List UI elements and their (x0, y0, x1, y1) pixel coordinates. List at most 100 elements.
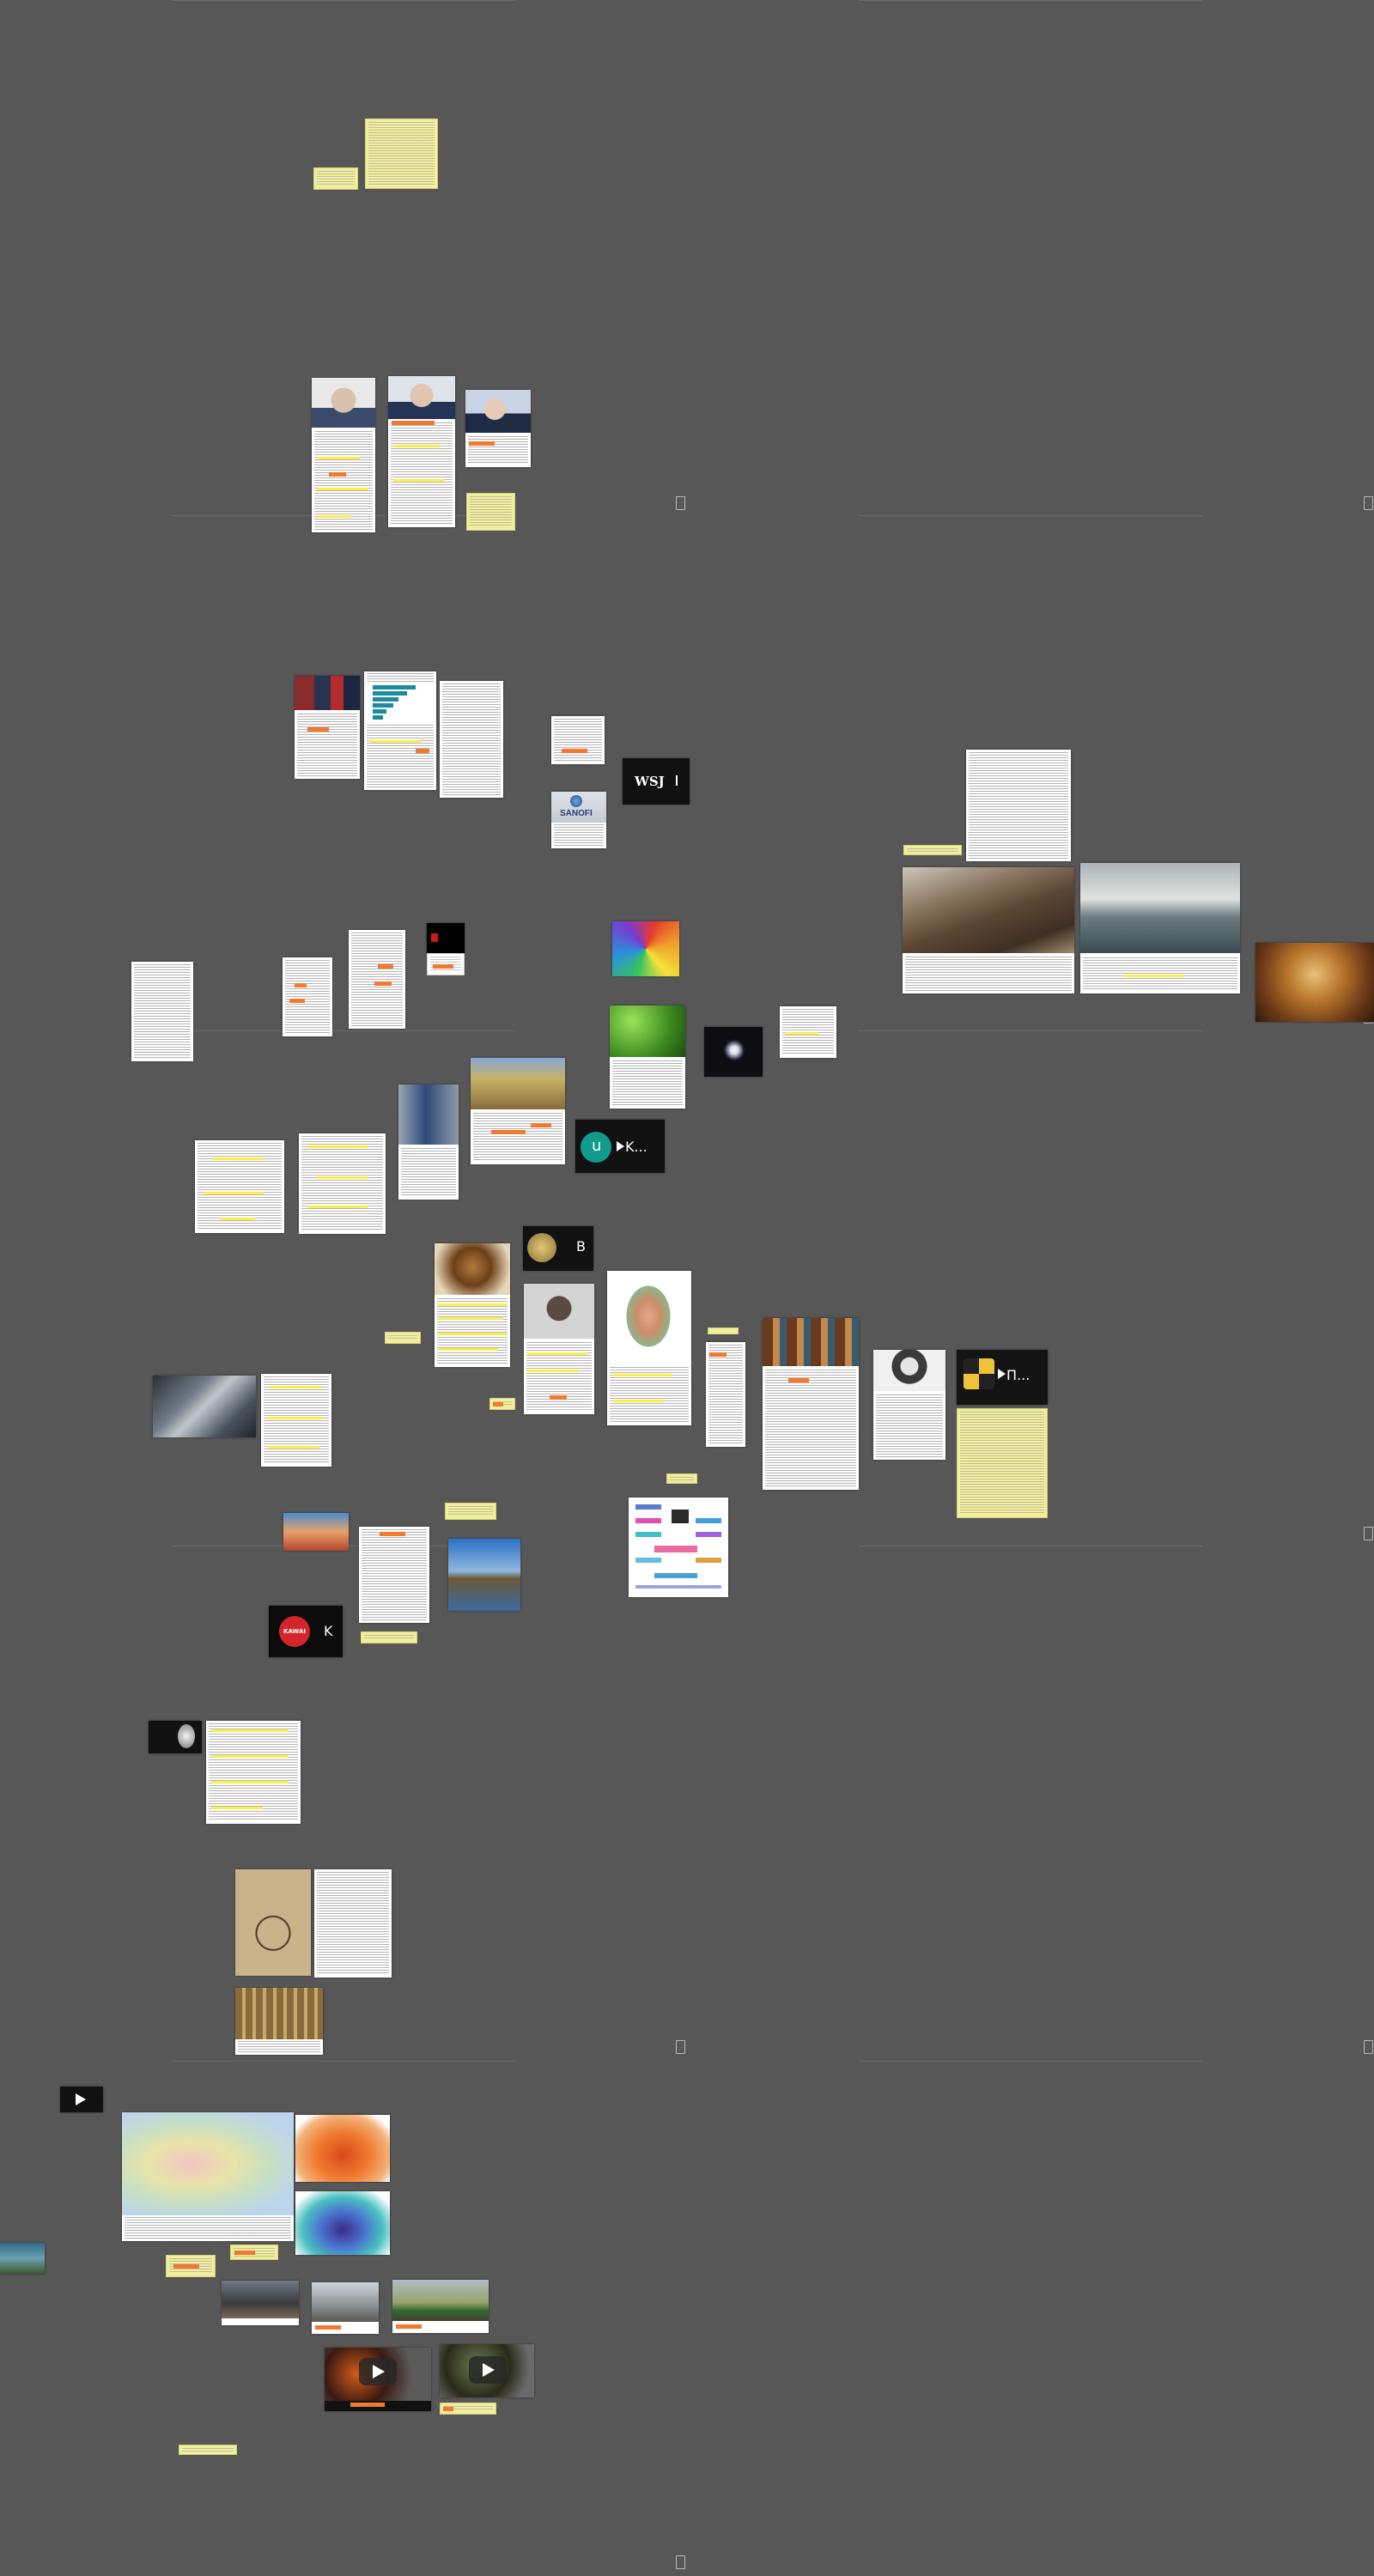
article-card[interactable] (314, 1869, 392, 1978)
abstract-image (612, 921, 679, 976)
canvas-divider (172, 0, 515, 1)
painting-card[interactable] (1255, 943, 1374, 1022)
article-photo (295, 676, 360, 710)
sticky-note[interactable] (440, 2403, 496, 2415)
video-card[interactable] (60, 2087, 103, 2112)
image-card[interactable] (283, 1513, 349, 1551)
video-tile-letter: K (324, 1623, 333, 1639)
image-card[interactable] (149, 1721, 202, 1753)
sanofi-card[interactable]: SANOFI (551, 792, 606, 848)
image-card[interactable] (312, 2282, 379, 2334)
article-photo (312, 378, 375, 428)
canvas-divider (859, 515, 1202, 516)
image-card[interactable] (612, 921, 679, 976)
sticky-note[interactable] (903, 845, 962, 855)
article-card[interactable] (349, 930, 405, 1029)
sticky-note[interactable] (708, 1327, 739, 1334)
chart-article-card[interactable] (364, 671, 436, 790)
video-tile-letter: u (592, 1137, 602, 1155)
video-tile-u[interactable]: u K... (575, 1120, 665, 1173)
article-card[interactable] (299, 1133, 386, 1234)
tractor-image (392, 2280, 489, 2321)
article-card[interactable] (966, 750, 1071, 861)
page-frame-icon[interactable] (676, 2555, 685, 2569)
building-image (235, 1988, 323, 2039)
sticky-note[interactable] (179, 2445, 237, 2455)
image-card[interactable] (435, 1243, 510, 1367)
article-card[interactable] (780, 1006, 836, 1058)
painting-card[interactable] (903, 867, 1074, 993)
page-frame-icon[interactable] (676, 2040, 685, 2054)
article-card[interactable] (465, 390, 531, 467)
video-tile-p[interactable]: П... (957, 1350, 1048, 1405)
image-card[interactable] (0, 2243, 45, 2274)
article-card[interactable] (206, 1721, 301, 1824)
map-card[interactable] (122, 2112, 294, 2241)
building-image (471, 1058, 565, 1109)
image-card[interactable] (398, 1084, 459, 1200)
image-card[interactable] (471, 1058, 565, 1164)
article-card[interactable] (440, 681, 503, 798)
landscape-image (0, 2243, 45, 2274)
page-frame-icon[interactable] (1364, 496, 1373, 510)
sticky-note[interactable] (427, 953, 465, 975)
sticky-note[interactable] (666, 1473, 697, 1484)
video-tile-b[interactable]: B (523, 1226, 593, 1271)
forest-image (610, 1005, 685, 1057)
canvas-divider (172, 1030, 515, 1031)
article-card[interactable] (359, 1527, 429, 1623)
article-card[interactable] (261, 1374, 331, 1467)
page-frame-icon[interactable] (1364, 2040, 1373, 2054)
sticky-note[interactable] (445, 1503, 496, 1520)
video-card[interactable] (325, 2348, 431, 2411)
sticky-note[interactable] (166, 2255, 216, 2277)
article-card[interactable] (312, 378, 375, 532)
sticky-note[interactable] (365, 118, 438, 189)
image-card[interactable] (704, 1027, 763, 1077)
image-card[interactable] (610, 1005, 685, 1109)
article-card[interactable] (551, 716, 605, 764)
article-card[interactable] (706, 1342, 745, 1447)
video-tile-kawai[interactable]: KAWAI K (269, 1606, 343, 1657)
image-card[interactable] (153, 1376, 256, 1437)
sticky-note[interactable] (957, 1408, 1048, 1518)
article-card[interactable] (295, 676, 360, 779)
article-card[interactable] (524, 1284, 594, 1414)
sticky-note[interactable] (230, 2245, 278, 2260)
map-card[interactable] (607, 1271, 691, 1425)
page-frame-icon[interactable] (676, 496, 685, 510)
article-card[interactable] (131, 962, 193, 1061)
image-card[interactable] (222, 2281, 299, 2325)
crowd-image (222, 2281, 299, 2318)
article-card[interactable] (388, 376, 455, 527)
image-card[interactable] (235, 1869, 311, 1976)
article-card[interactable] (195, 1140, 284, 1233)
sticky-note[interactable] (361, 1631, 417, 1643)
map-card[interactable] (295, 2191, 390, 2255)
africa-map (614, 1278, 683, 1364)
video-card-wsj[interactable]: WSJ (623, 758, 690, 805)
painting-article-card[interactable] (763, 1318, 859, 1490)
page-frame-icon[interactable] (1364, 1527, 1373, 1540)
image-card[interactable] (873, 1350, 945, 1460)
play-icon (483, 2363, 495, 2377)
article-card[interactable] (283, 957, 332, 1036)
image-card[interactable] (392, 2280, 489, 2333)
sticky-note[interactable] (489, 1398, 515, 1410)
video-card[interactable] (427, 923, 465, 954)
painting-image (903, 867, 1074, 953)
video-tile-title: П... (1006, 1367, 1030, 1383)
lake-image (448, 1539, 520, 1611)
sticky-note[interactable] (313, 167, 358, 190)
portrait-image (524, 1284, 594, 1339)
painting-card[interactable] (1080, 863, 1240, 993)
portrait-image (873, 1350, 945, 1391)
video-card[interactable] (440, 2344, 534, 2397)
map-card[interactable] (295, 2115, 390, 2182)
sticky-note[interactable] (466, 493, 515, 531)
video-tile-letter: B (576, 1238, 586, 1255)
image-card[interactable] (235, 1988, 323, 2055)
sticky-note[interactable] (385, 1332, 421, 1344)
image-card[interactable] (448, 1539, 520, 1611)
diagram-card[interactable] (629, 1498, 728, 1597)
